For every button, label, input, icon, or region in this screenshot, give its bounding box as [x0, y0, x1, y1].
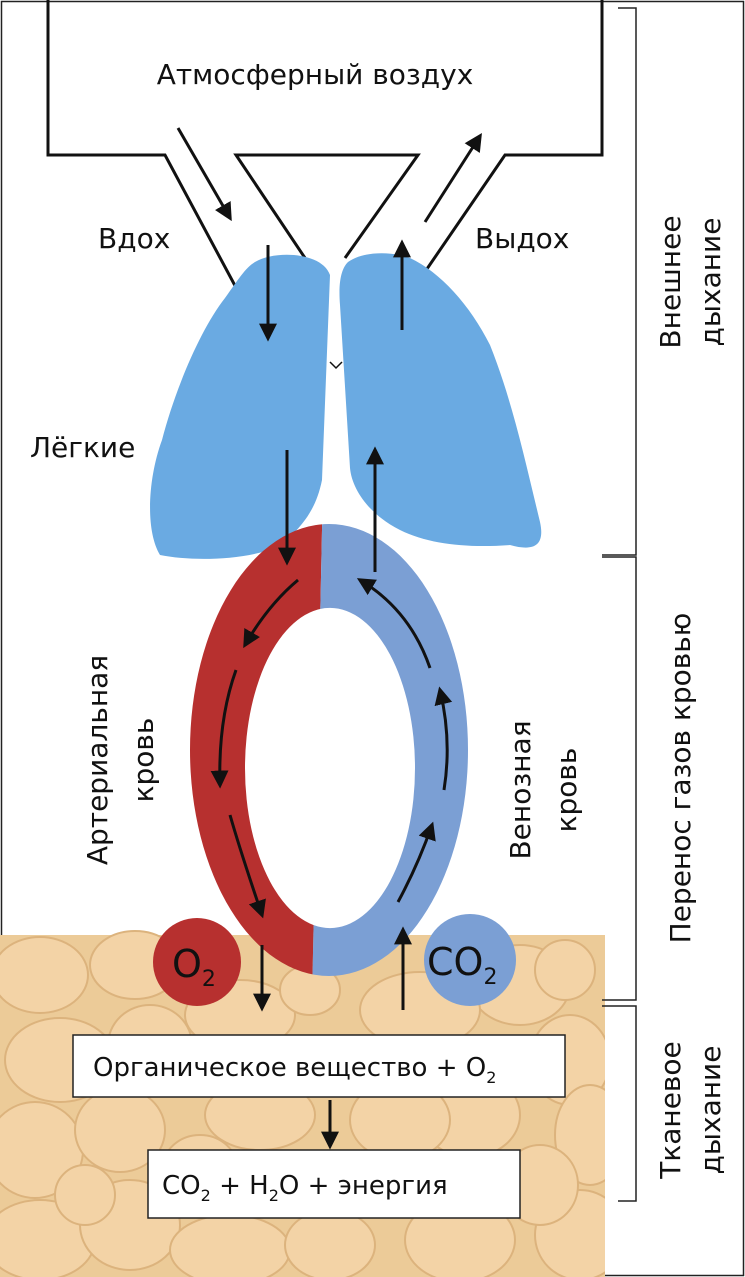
inhale-arrow: [176, 127, 232, 222]
exhale-label: Выдох: [475, 222, 569, 255]
tissue-cell: [54, 1164, 116, 1226]
reaction-bottom-box: CO2 + H2O + энергия: [147, 1149, 521, 1219]
transport-bracket: [602, 556, 637, 1001]
stage-transport-text: Перенос газов кровью: [664, 613, 697, 944]
arterial-flow-arrow-1: [243, 578, 299, 649]
reaction-top-subscript: 2: [486, 1068, 496, 1087]
tissue-bracket: [602, 1005, 637, 1202]
arterial-flow-arrow-2: [210, 669, 238, 789]
tissue-cell: [284, 1209, 376, 1277]
co2-text: CO: [427, 940, 483, 984]
venous-flow-arrow-2: [434, 686, 453, 791]
svg-text:CO2 + H2O + энергия: CO2 + H2O + энергия: [162, 1171, 448, 1205]
venous-flow-arrow-1: [396, 821, 436, 903]
exhale-arrow: [423, 132, 482, 223]
reaction-bottom-sub2: 2: [269, 1186, 279, 1205]
reaction-bottom-rest: O + энергия: [279, 1171, 448, 1201]
stage-transport-label: Перенос газов кровью: [664, 613, 697, 944]
lungs-label: Лёгкие: [30, 431, 135, 464]
tissue-cell: [0, 936, 89, 1014]
venous-blood-half: [312, 524, 468, 976]
tissue-cells: [0, 930, 605, 1277]
tissue-cell: [169, 1214, 291, 1277]
stage-tissue-label: Тканевое дыхание: [654, 1041, 727, 1180]
atmosphere-label: Атмосферный воздух: [157, 58, 474, 91]
stage-tissue-line2: дыхание: [694, 1046, 727, 1175]
gas-flow-arrows: [176, 127, 482, 1150]
stage-external-line2: дыхание: [694, 218, 727, 347]
o2-text: O: [172, 942, 202, 986]
atmosphere-airways: [46, 0, 604, 296]
right-lung: [339, 253, 542, 548]
stage-external-label: Внешнее дыхание: [654, 215, 727, 348]
arterial-label-line2: кровь: [127, 718, 160, 803]
stage-brackets: [602, 7, 637, 1202]
o2-subscript: 2: [202, 967, 216, 992]
arterial-blood-label: Артериальная кровь: [81, 655, 160, 865]
venous-label-line2: кровь: [550, 748, 583, 833]
venous-label-line1: Венозная: [504, 720, 537, 859]
reaction-top-box: Органическое вещество + O2: [72, 1034, 566, 1098]
svg-text:CO2: CO2: [427, 940, 497, 990]
arterial-label-line1: Артериальная: [81, 655, 114, 865]
ring-flow-arrows: [210, 578, 453, 919]
arterial-flow-arrow-3: [228, 814, 266, 919]
o2-badge: O2: [153, 918, 241, 1006]
venous-flow-arrow-3: [356, 578, 432, 669]
svg-text:Органическое вещество + O2: Органическое вещество + O2: [93, 1053, 496, 1087]
bronchi-connector: [329, 361, 343, 370]
reaction-bottom-sub1: 2: [201, 1186, 211, 1205]
venous-blood-label: Венозная кровь: [504, 720, 583, 859]
svg-text:O2: O2: [172, 942, 216, 992]
tissue-cell: [534, 939, 596, 1001]
inhale-label: Вдох: [98, 222, 170, 255]
stage-tissue-line1: Тканевое: [654, 1041, 687, 1180]
co2-subscript: 2: [483, 965, 497, 990]
blood-ring: [190, 524, 468, 976]
reaction-bottom-plus-h: + H: [211, 1171, 269, 1201]
reaction-top-text: Органическое вещество + O: [93, 1053, 486, 1083]
stage-external-line1: Внешнее: [654, 215, 687, 348]
external-bracket: [602, 7, 637, 556]
co2-badge: CO2: [424, 914, 516, 1006]
reaction-bottom-co: CO: [162, 1171, 201, 1201]
left-lung: [150, 254, 330, 559]
